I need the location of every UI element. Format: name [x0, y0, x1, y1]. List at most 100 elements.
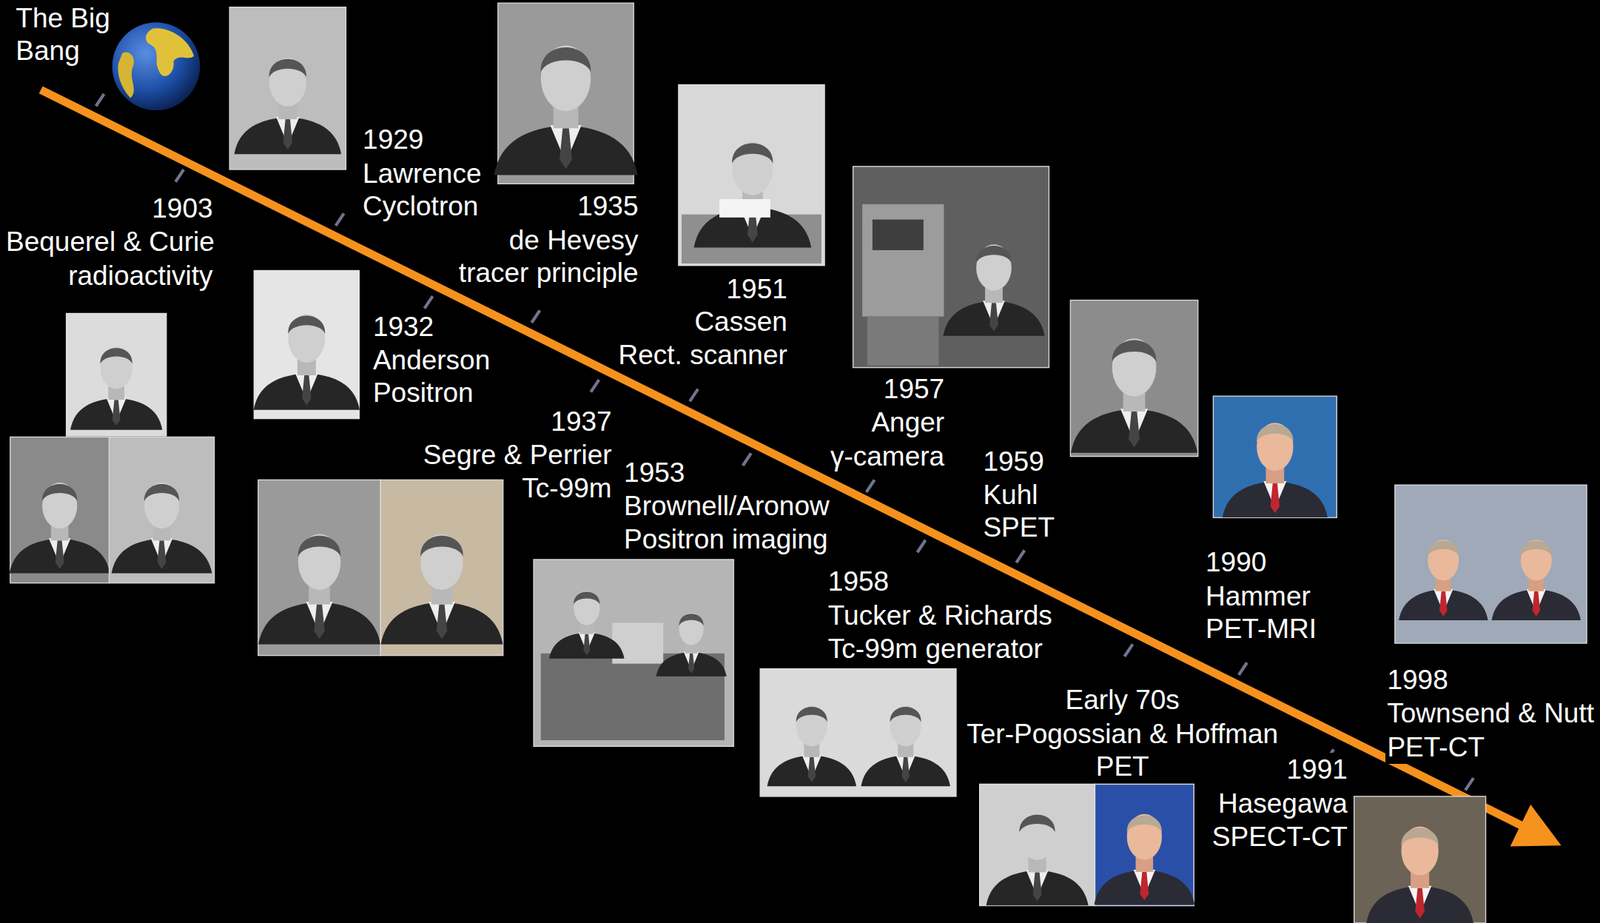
- timeline-label: Early 70s: [1064, 683, 1182, 717]
- leader-dash: [1016, 550, 1025, 564]
- instrument: [862, 204, 944, 317]
- portrait: [1093, 814, 1195, 906]
- photo-frame: [760, 669, 957, 797]
- timeline-label: radioactivity: [66, 259, 214, 293]
- timeline-label: Hasegawa: [1216, 786, 1350, 820]
- timeline-label: 1937: [549, 404, 613, 439]
- timeline-label: Segre & Perrier: [421, 438, 614, 472]
- timeline-label: 1957: [882, 372, 946, 406]
- photo: [760, 669, 957, 797]
- photo-frame: [10, 436, 110, 583]
- timeline-label: 1998: [1385, 663, 1450, 697]
- photo-frame: [229, 7, 346, 170]
- photo: [979, 783, 1196, 906]
- leader-dash: [424, 296, 433, 309]
- timeline-label: Positron imaging: [622, 522, 830, 556]
- portrait: [494, 45, 638, 175]
- portrait: [549, 590, 624, 659]
- portrait: [656, 612, 727, 677]
- photo: [229, 7, 346, 170]
- timeline-label: Ter-Pogossian & Hoffman: [965, 717, 1280, 751]
- photo-frame: [1070, 300, 1198, 457]
- timeline-label: Rect. scanner: [617, 338, 789, 372]
- leader-dash: [1465, 777, 1474, 791]
- globe-icon: [112, 22, 201, 111]
- timeline-label: γ-camera: [828, 439, 946, 473]
- timeline-label: 1953: [622, 455, 687, 490]
- timeline-label: SPECT-CT: [1210, 819, 1350, 854]
- photo-frame: [66, 313, 167, 436]
- timeline-label: de Hevesy: [507, 223, 641, 257]
- portrait: [234, 57, 342, 155]
- paper: [719, 199, 771, 218]
- portrait: [1491, 539, 1582, 621]
- photo-frame: [380, 479, 503, 655]
- portrait: [253, 313, 360, 410]
- leader-dash: [96, 93, 105, 107]
- timeline-label: PET-CT: [1385, 730, 1487, 764]
- timeline-label: SPET: [981, 510, 1057, 544]
- photo-frame: [1212, 395, 1337, 518]
- timeline-label: Hammer: [1204, 579, 1313, 613]
- portrait: [9, 482, 111, 574]
- timeline-label: Bang: [14, 34, 81, 68]
- photo: [9, 436, 215, 583]
- timeline-label: PET: [1094, 749, 1151, 783]
- photo: [678, 84, 825, 265]
- photo-frame: [853, 166, 1050, 368]
- photo-frame: [979, 783, 1096, 906]
- leader-dash: [917, 540, 926, 553]
- photo-frame: [109, 436, 215, 583]
- photo: [1070, 300, 1198, 457]
- timeline-label: Townsend & Nutt: [1385, 696, 1596, 730]
- photo-frame: [533, 559, 734, 746]
- photo: [853, 166, 1050, 368]
- portrait: [942, 244, 1045, 336]
- portrait: [860, 705, 951, 786]
- photo: [1395, 484, 1587, 644]
- timeline-label: Bequerel & Curie: [4, 224, 217, 259]
- timeline-label: 1903: [150, 191, 214, 225]
- portrait: [767, 705, 857, 786]
- globe-land: [145, 28, 194, 76]
- timeline-label: Cassen: [692, 304, 789, 339]
- timeline-label: Kuhl: [981, 478, 1040, 512]
- globe-land: [117, 51, 134, 98]
- portrait: [1070, 338, 1198, 453]
- timeline-label: Lawrence: [361, 156, 483, 191]
- portrait: [1222, 422, 1328, 518]
- timeline-label: 1958: [826, 564, 891, 598]
- photo: [253, 270, 360, 419]
- timeline-label: Brownell/Aronow: [622, 489, 832, 523]
- photo: [494, 2, 638, 184]
- timeline-label: Anderson: [371, 343, 492, 377]
- portrait: [694, 141, 812, 248]
- timeline-label: 1959: [981, 444, 1045, 479]
- instrument: [867, 316, 940, 366]
- portrait: [70, 347, 163, 430]
- timeline-label: 1951: [725, 272, 789, 306]
- portrait: [381, 534, 504, 645]
- portrait: [985, 813, 1088, 906]
- leader-dash: [590, 379, 599, 393]
- leader-dash: [335, 213, 345, 226]
- portrait: [1366, 825, 1474, 923]
- timeline-label: Positron: [371, 375, 476, 410]
- leader-dash: [743, 452, 752, 466]
- timeline-label: 1991: [1284, 752, 1349, 786]
- timeline-label: 1990: [1204, 545, 1268, 579]
- timeline-label: tracer principle: [457, 256, 641, 290]
- portrait: [1398, 539, 1489, 621]
- photo-frame: [1094, 783, 1194, 906]
- timeline-label: Tc-99m: [520, 471, 613, 505]
- leader-dash: [866, 479, 875, 493]
- photo: [1354, 796, 1487, 923]
- portrait: [258, 534, 381, 645]
- timeline-label: Tc-99m generator: [826, 632, 1045, 666]
- photo: [533, 559, 734, 746]
- timeline-label: Anger: [869, 405, 946, 439]
- leader-dash: [175, 169, 184, 183]
- leader-dash: [1124, 643, 1133, 657]
